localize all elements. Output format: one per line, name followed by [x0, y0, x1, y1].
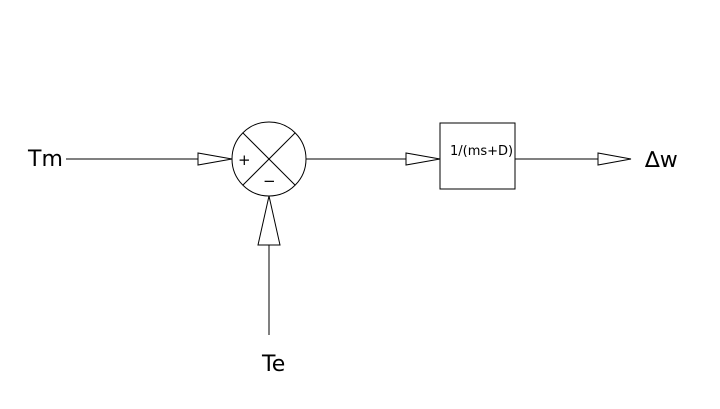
arrowhead-output: [597, 152, 632, 166]
output-label-delta-w: ∆w: [644, 148, 678, 173]
summing-junction-cross-b: [242, 132, 296, 186]
input-label-tm: Tm: [27, 147, 63, 172]
input-label-te: Te: [261, 352, 285, 377]
arrowhead-tm: [197, 152, 233, 166]
minus-sign: −: [263, 172, 276, 190]
arrowhead-te: [257, 195, 281, 246]
transfer-function-block: 1/(ms+D): [439, 122, 516, 190]
transfer-function-label: 1/(ms+D): [450, 144, 513, 159]
summing-junction: + −: [231, 121, 307, 197]
transfer-function-box: [439, 122, 516, 190]
plus-sign: +: [238, 151, 251, 169]
arrowhead-block-input: [405, 152, 441, 166]
